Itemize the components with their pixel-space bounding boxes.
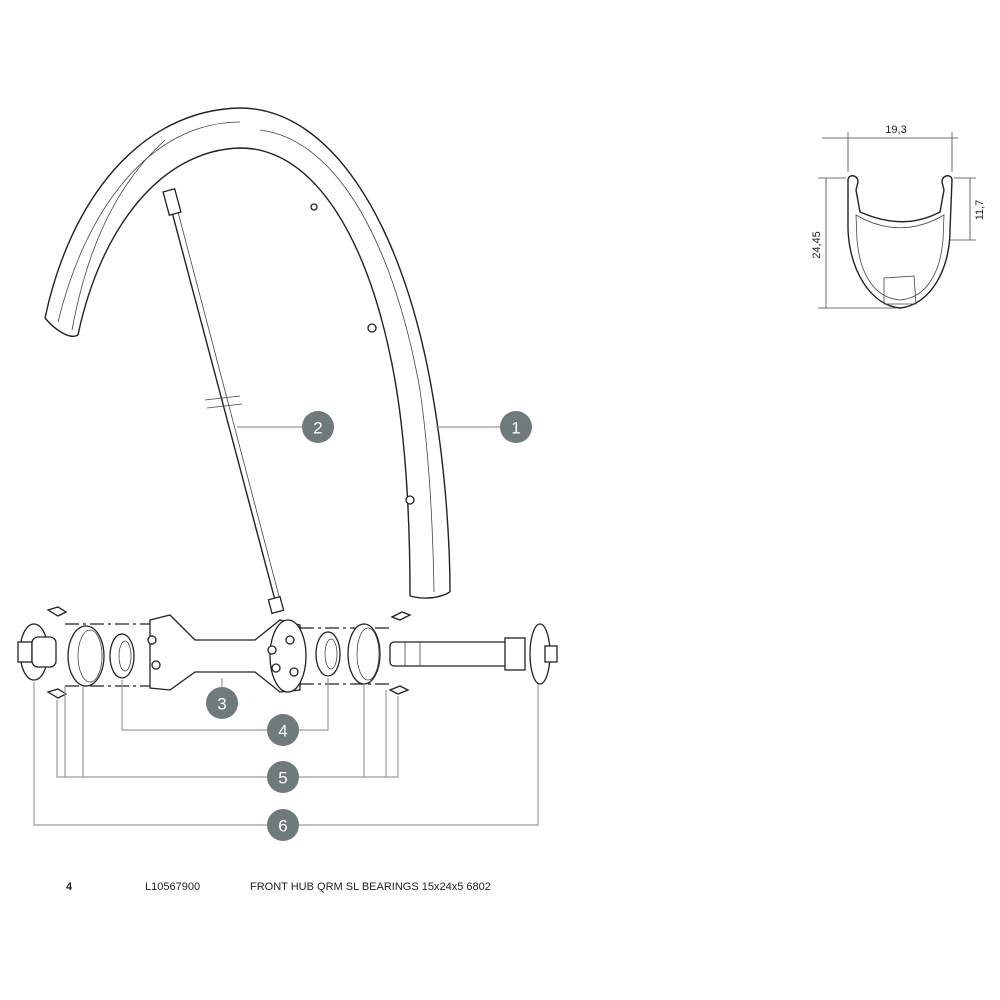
dim-width: 19,3 — [885, 124, 906, 136]
callout-2: 2 — [302, 411, 334, 443]
footer-description: FRONT HUB QRM SL BEARINGS 15x24x5 6802 — [250, 881, 491, 893]
callout-3: 3 — [206, 687, 238, 719]
callout-4: 4 — [267, 714, 299, 746]
svg-text:3: 3 — [217, 695, 226, 714]
leader-lines — [33, 426, 539, 826]
svg-text:6: 6 — [278, 817, 287, 836]
footer-item-number: 4 — [66, 881, 73, 893]
callout-6: 6 — [267, 809, 299, 841]
callout-1: 1 — [500, 411, 532, 443]
footer-part-code: L10567900 — [145, 881, 201, 893]
rim — [44, 107, 451, 599]
dim-bead: 11,7 — [974, 200, 986, 221]
rim-profile: 19,3 24,45 11,7 — [811, 124, 986, 309]
svg-text:2: 2 — [313, 419, 322, 438]
svg-text:4: 4 — [278, 722, 287, 741]
hub-assembly — [17, 606, 558, 699]
spoke — [162, 188, 285, 615]
svg-text:5: 5 — [278, 769, 287, 788]
svg-text:1: 1 — [511, 419, 520, 438]
dim-height: 24,45 — [811, 231, 823, 259]
callout-5: 5 — [267, 761, 299, 793]
